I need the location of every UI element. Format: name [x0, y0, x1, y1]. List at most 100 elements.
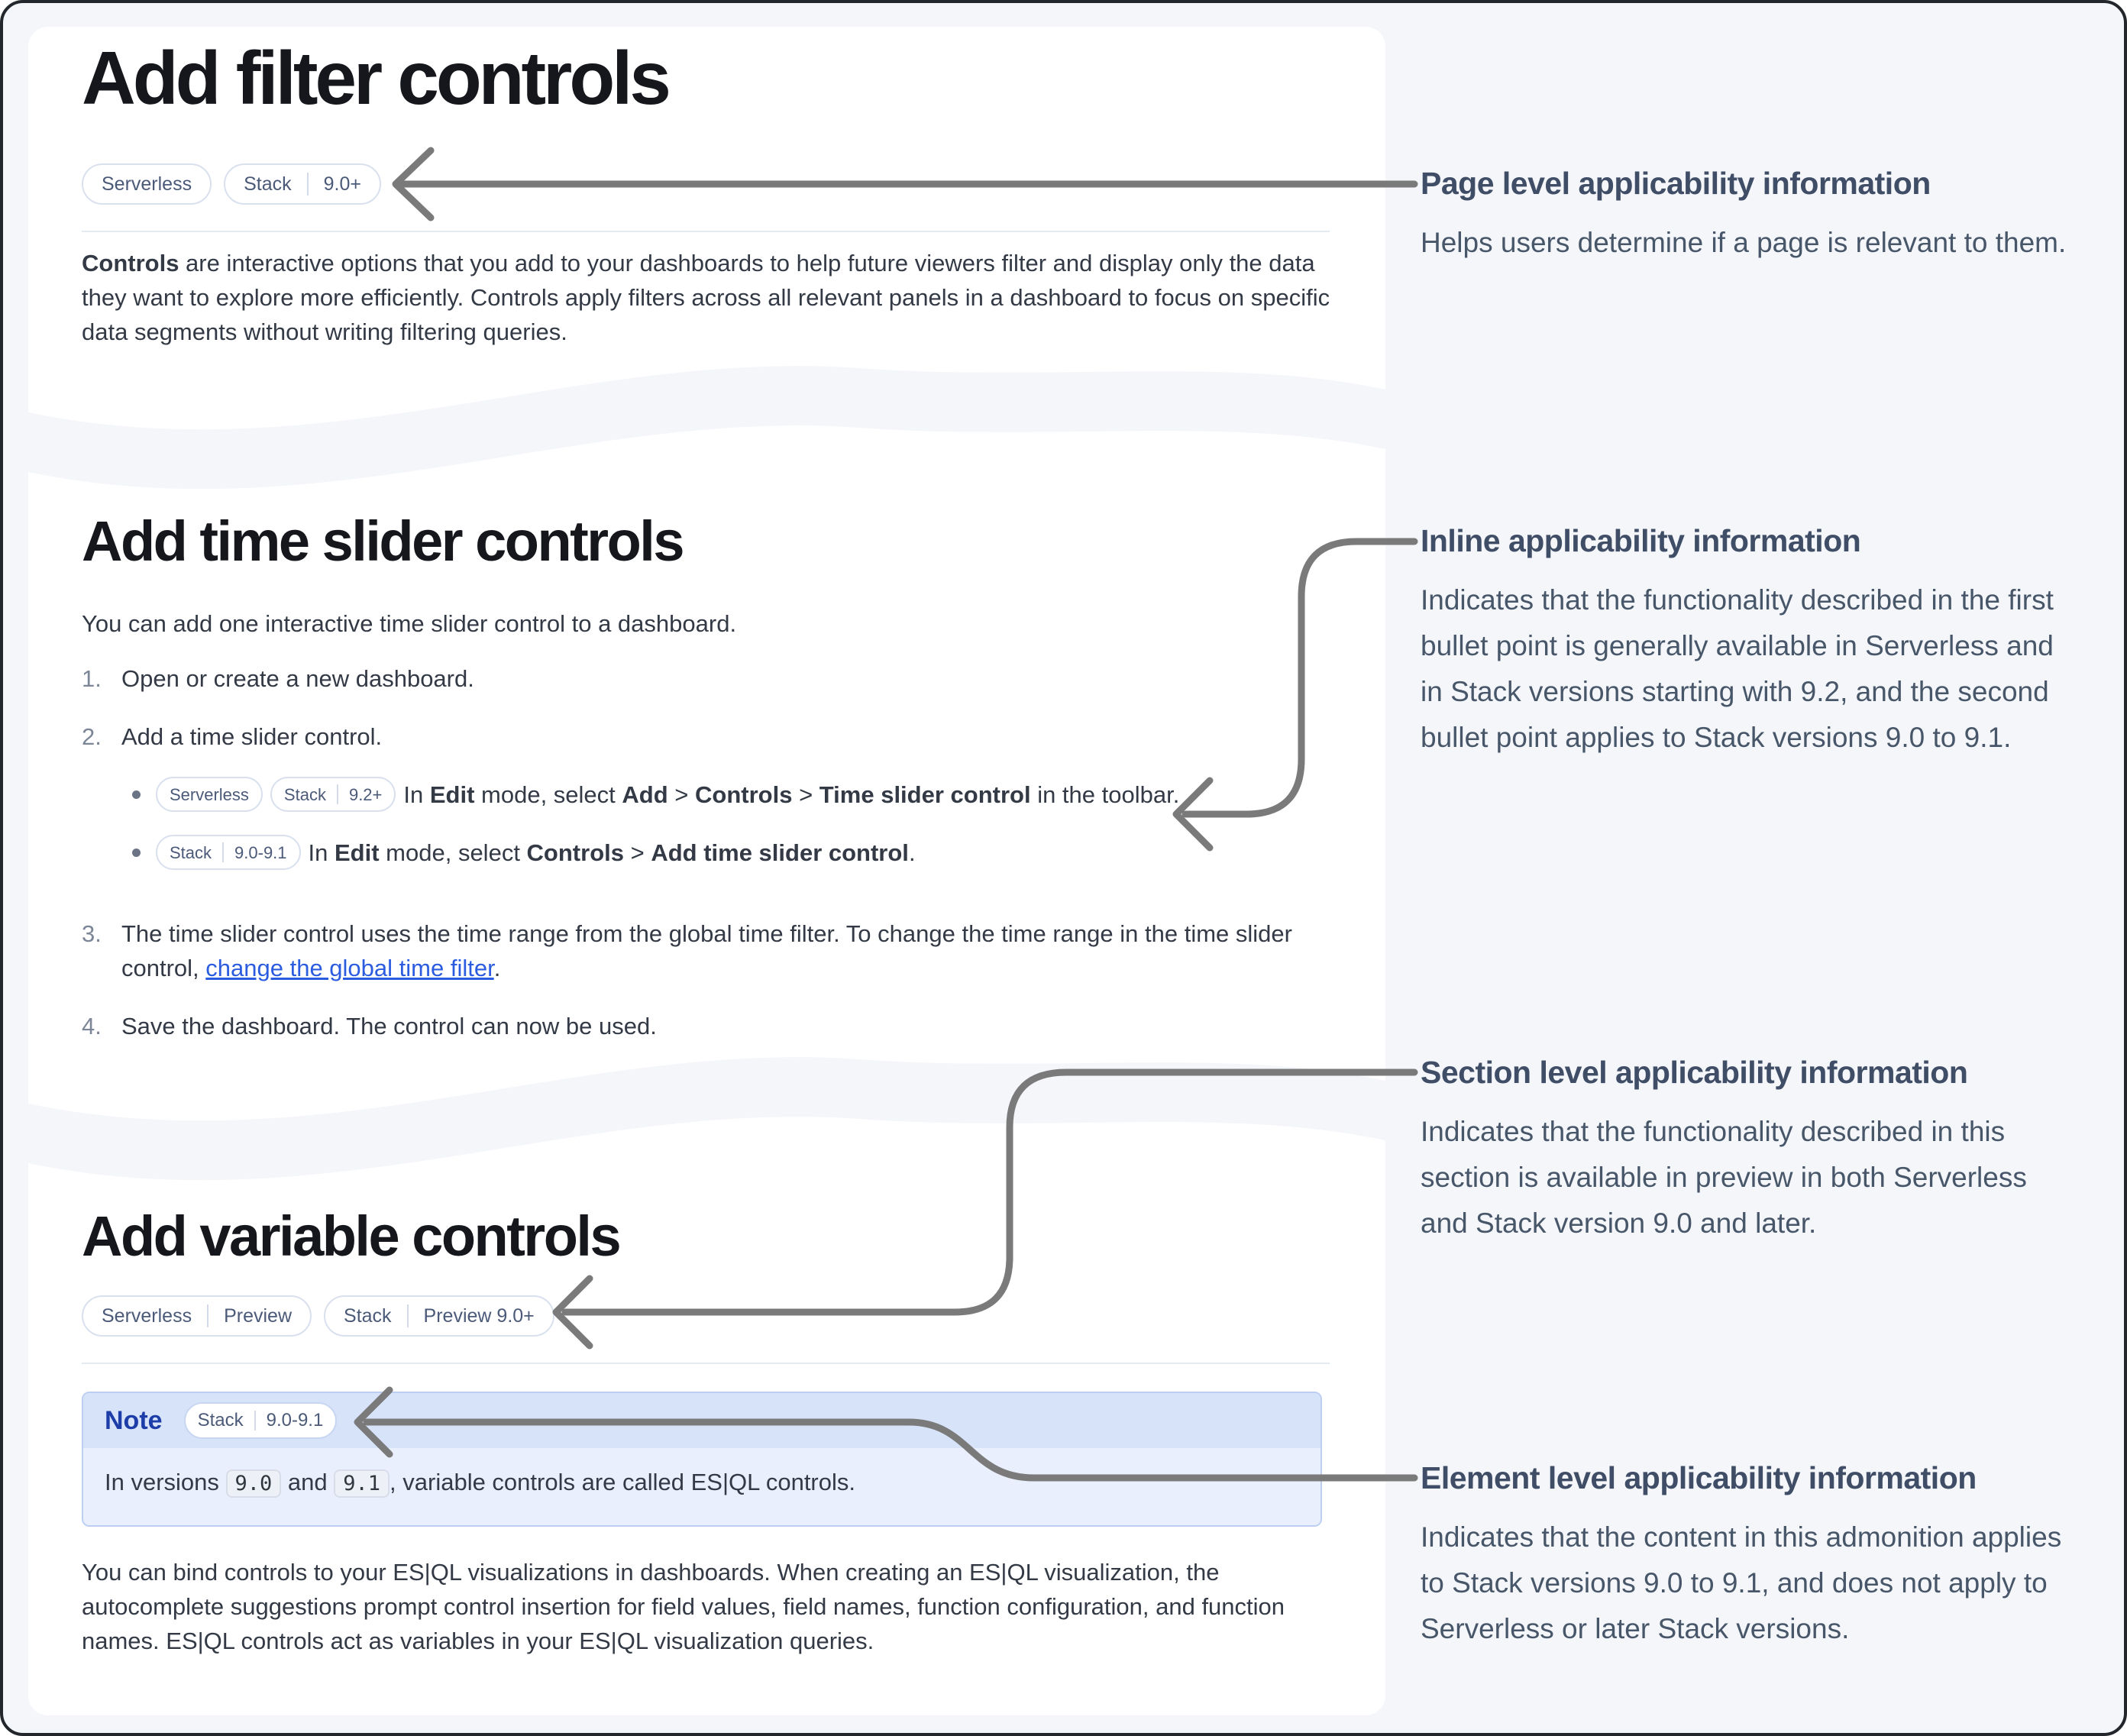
annotation-title: Page level applicability information: [1421, 166, 1931, 201]
step-number: 4.: [82, 1013, 102, 1039]
page-title: Add filter controls: [82, 36, 671, 120]
note-applicability-badge: Stack 9.0-9.1: [183, 1402, 345, 1439]
applicability-badge: Serverless: [82, 163, 212, 205]
badge-part: Stack: [244, 173, 292, 195]
step-text: Save the dashboard. The control can now …: [121, 1009, 657, 1043]
step-item: 4. Save the dashboard. The control can no…: [82, 1009, 1338, 1043]
divider: [82, 231, 1330, 232]
note-admonition: Note Stack 9.0-9.1 In versions 9.0 and 9.…: [82, 1392, 1322, 1527]
applicability-badge: Stack Preview 9.0+: [324, 1295, 554, 1337]
time-slider-steps-list: 1. Open or create a new dashboard. 2. Add a…: [82, 661, 1338, 1067]
badge-part: Stack: [170, 842, 212, 862]
applicability-badge: Stack 9.0-9.1: [183, 1402, 338, 1439]
intro-paragraph: Controls are interactive options that yo…: [82, 246, 1343, 349]
badge-part: Stack: [344, 1304, 392, 1327]
bullet-dot-icon: [132, 848, 141, 857]
badge-part: Serverless: [102, 173, 192, 195]
divider: [82, 1363, 1330, 1364]
step-item: 1. Open or create a new dashboard.: [82, 661, 1338, 696]
text: mode, select: [379, 839, 527, 866]
text: In versions: [105, 1469, 226, 1495]
annotation-title: Section level applicability information: [1421, 1055, 1968, 1090]
text: >: [792, 781, 819, 808]
text: .: [908, 839, 916, 866]
badge-separator: [222, 842, 225, 862]
badge-separator: [406, 1304, 409, 1327]
applicability-badge: Stack 9.0+: [224, 163, 381, 205]
badge-separator: [254, 1411, 256, 1431]
step-text: Open or create a new dashboard.: [121, 661, 474, 696]
text: Add a time slider control.: [121, 723, 383, 750]
annotation-title: Element level applicability information: [1421, 1460, 1977, 1495]
badge-part: Serverless: [102, 1304, 192, 1327]
bold-text: Add time slider control: [651, 839, 909, 866]
section-title-variable-controls: Add variable controls: [82, 1204, 622, 1268]
global-time-filter-link[interactable]: change the global time filter: [205, 955, 494, 981]
annotation-body: Helps users determine if a page is relev…: [1421, 227, 2067, 258]
section-applicability-badges: Serverless Preview Stack Preview 9.0+: [82, 1295, 554, 1337]
text: , variable controls are called ES|QL con…: [390, 1469, 855, 1495]
bold-text: Add: [622, 781, 668, 808]
page-applicability-badges: Serverless Stack 9.0+: [82, 163, 381, 205]
bold-text: Edit: [429, 781, 475, 808]
text: >: [623, 839, 651, 866]
badge-part: 9.0-9.1: [266, 1410, 324, 1431]
bold-text: Controls: [695, 781, 793, 808]
badge-part: 9.0+: [323, 173, 361, 195]
text: and: [281, 1469, 335, 1495]
step-number: 3.: [82, 920, 102, 947]
text: .: [493, 955, 501, 981]
text: mode, select: [474, 781, 622, 808]
step-number: 2.: [82, 723, 102, 750]
step-text: The time slider control uses the time ra…: [121, 916, 1338, 985]
badge-part: Preview: [224, 1304, 293, 1327]
bullet-text: In Edit mode, select Add > Controls > Ti…: [403, 777, 1179, 812]
badge-part: 9.2+: [348, 784, 383, 804]
note-header: Note Stack 9.0-9.1: [83, 1393, 1320, 1448]
badge-separator: [306, 173, 309, 196]
variable-controls-paragraph: You can bind controls to your ES|QL visu…: [82, 1555, 1343, 1658]
applicability-badge: Stack 9.2+: [270, 777, 396, 812]
step-item: 3. The time slider control uses the time …: [82, 916, 1338, 985]
time-slider-intro: You can add one interactive time slider …: [82, 610, 737, 637]
annotation-body: Indicates that the content in this admon…: [1421, 1521, 2062, 1644]
bullet-item: Serverless Stack 9.2+ In Edit mode, select …: [121, 777, 1179, 812]
annotation-title: Inline applicability information: [1421, 523, 1861, 558]
bold-text: Time slider control: [819, 781, 1031, 808]
bold-text: Controls: [526, 839, 624, 866]
text: You can bind controls to your ES|QL visu…: [82, 1559, 1285, 1654]
badge-part: Stack: [197, 1410, 244, 1431]
annotation-body: Indicates that the functionality describ…: [1421, 584, 2054, 753]
badge-separator: [207, 1304, 209, 1327]
note-label: Note: [105, 1405, 163, 1435]
inline-code: 9.0: [225, 1469, 282, 1498]
applicability-badge: Stack 9.0-9.1: [156, 835, 301, 870]
text: In: [308, 839, 335, 866]
inline-code: 9.1: [334, 1469, 390, 1498]
note-body: In versions 9.0 and 9.1, variable contro…: [83, 1448, 1320, 1525]
badge-part: Serverless: [170, 784, 249, 804]
text: The time slider control uses the time ra…: [121, 920, 1292, 981]
bold-text: Controls: [82, 250, 179, 276]
text: Save the dashboard. The control can now …: [121, 1013, 657, 1039]
badge-part: Preview 9.0+: [423, 1304, 535, 1327]
badge-part: Stack: [283, 784, 326, 804]
annotation-body: Indicates that the functionality describ…: [1421, 1116, 2027, 1239]
text: are interactive options that you add to …: [82, 250, 1330, 345]
section-title-time-slider: Add time slider controls: [82, 509, 685, 573]
text: >: [668, 781, 696, 808]
text: in the toolbar.: [1030, 781, 1180, 808]
applicability-badge: Serverless Preview: [82, 1295, 312, 1337]
step-number: 1.: [82, 665, 102, 692]
applicability-badge: Serverless: [156, 777, 263, 812]
badge-part: 9.0-9.1: [234, 842, 287, 862]
text: In: [403, 781, 430, 808]
